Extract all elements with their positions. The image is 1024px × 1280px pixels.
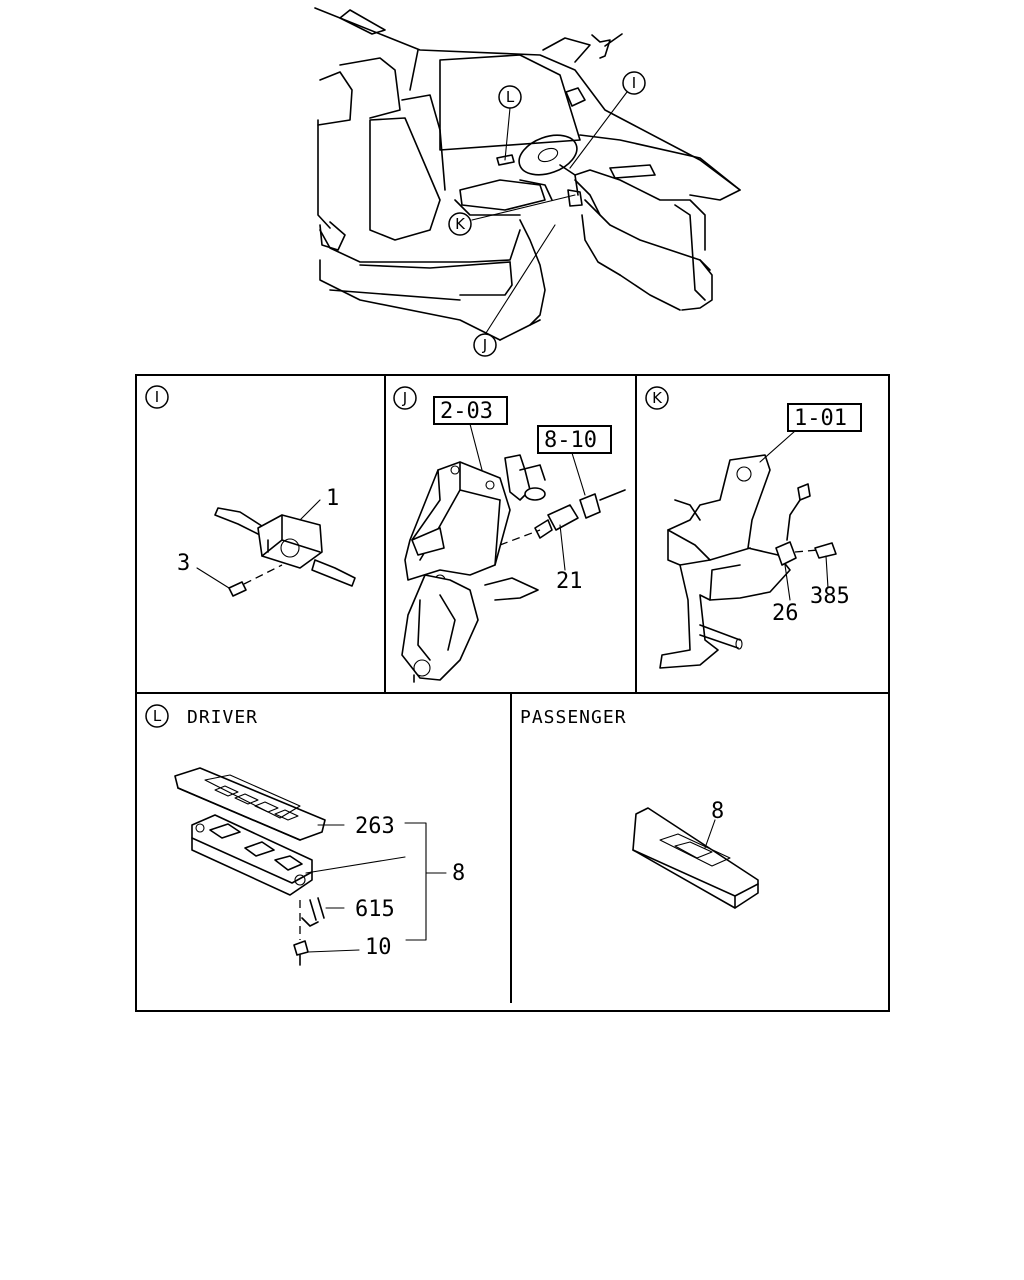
callout-j-overview: J xyxy=(473,333,497,357)
callout-k-overview: K xyxy=(448,212,472,236)
ref-8-10-label: 8-10 xyxy=(544,428,597,453)
panel-j-id: J xyxy=(402,389,407,407)
passenger-label: PASSENGER xyxy=(520,707,627,728)
callout-l-text: L xyxy=(506,88,515,106)
part-263-label: 263 xyxy=(355,814,395,839)
ref-box-8-10 xyxy=(537,425,612,454)
callout-l-overview: L xyxy=(498,85,522,109)
part-1-label: 1 xyxy=(326,486,339,511)
part-21-label: 21 xyxy=(556,569,583,594)
cab-interior-overview xyxy=(314,7,741,341)
part-8-passenger-label: 8 xyxy=(711,799,724,824)
part-385-label: 385 xyxy=(810,584,850,609)
ref-2-03-label: 2-03 xyxy=(440,399,493,424)
part-3-label: 3 xyxy=(177,551,190,576)
panel-k-id: K xyxy=(652,389,663,407)
callout-i-text: I xyxy=(632,74,636,92)
ref-box-1-01 xyxy=(787,403,862,432)
detail-grid xyxy=(135,374,890,1012)
part-26-label: 26 xyxy=(772,601,799,626)
ref-1-01-label: 1-01 xyxy=(794,406,847,431)
driver-label: DRIVER xyxy=(187,707,258,728)
panel-j: J 2-03 8-10 21 xyxy=(393,386,626,683)
panel-l-id: L xyxy=(153,707,162,725)
panel-l-driver: L DRIVER 263 8 615 10 xyxy=(145,704,465,966)
panel-i: I 1 3 xyxy=(145,385,356,597)
part-8-driver-label: 8 xyxy=(452,861,465,886)
callout-k-text: K xyxy=(455,215,466,233)
panel-k: K 1-01 26 385 xyxy=(645,386,862,669)
callout-j-text: J xyxy=(482,336,487,354)
callout-i-overview: I xyxy=(622,71,646,95)
part-10-label: 10 xyxy=(365,935,392,960)
panel-l-passenger: PASSENGER 8 xyxy=(520,707,759,909)
part-615-label: 615 xyxy=(355,897,395,922)
panel-i-id: I xyxy=(155,388,159,406)
